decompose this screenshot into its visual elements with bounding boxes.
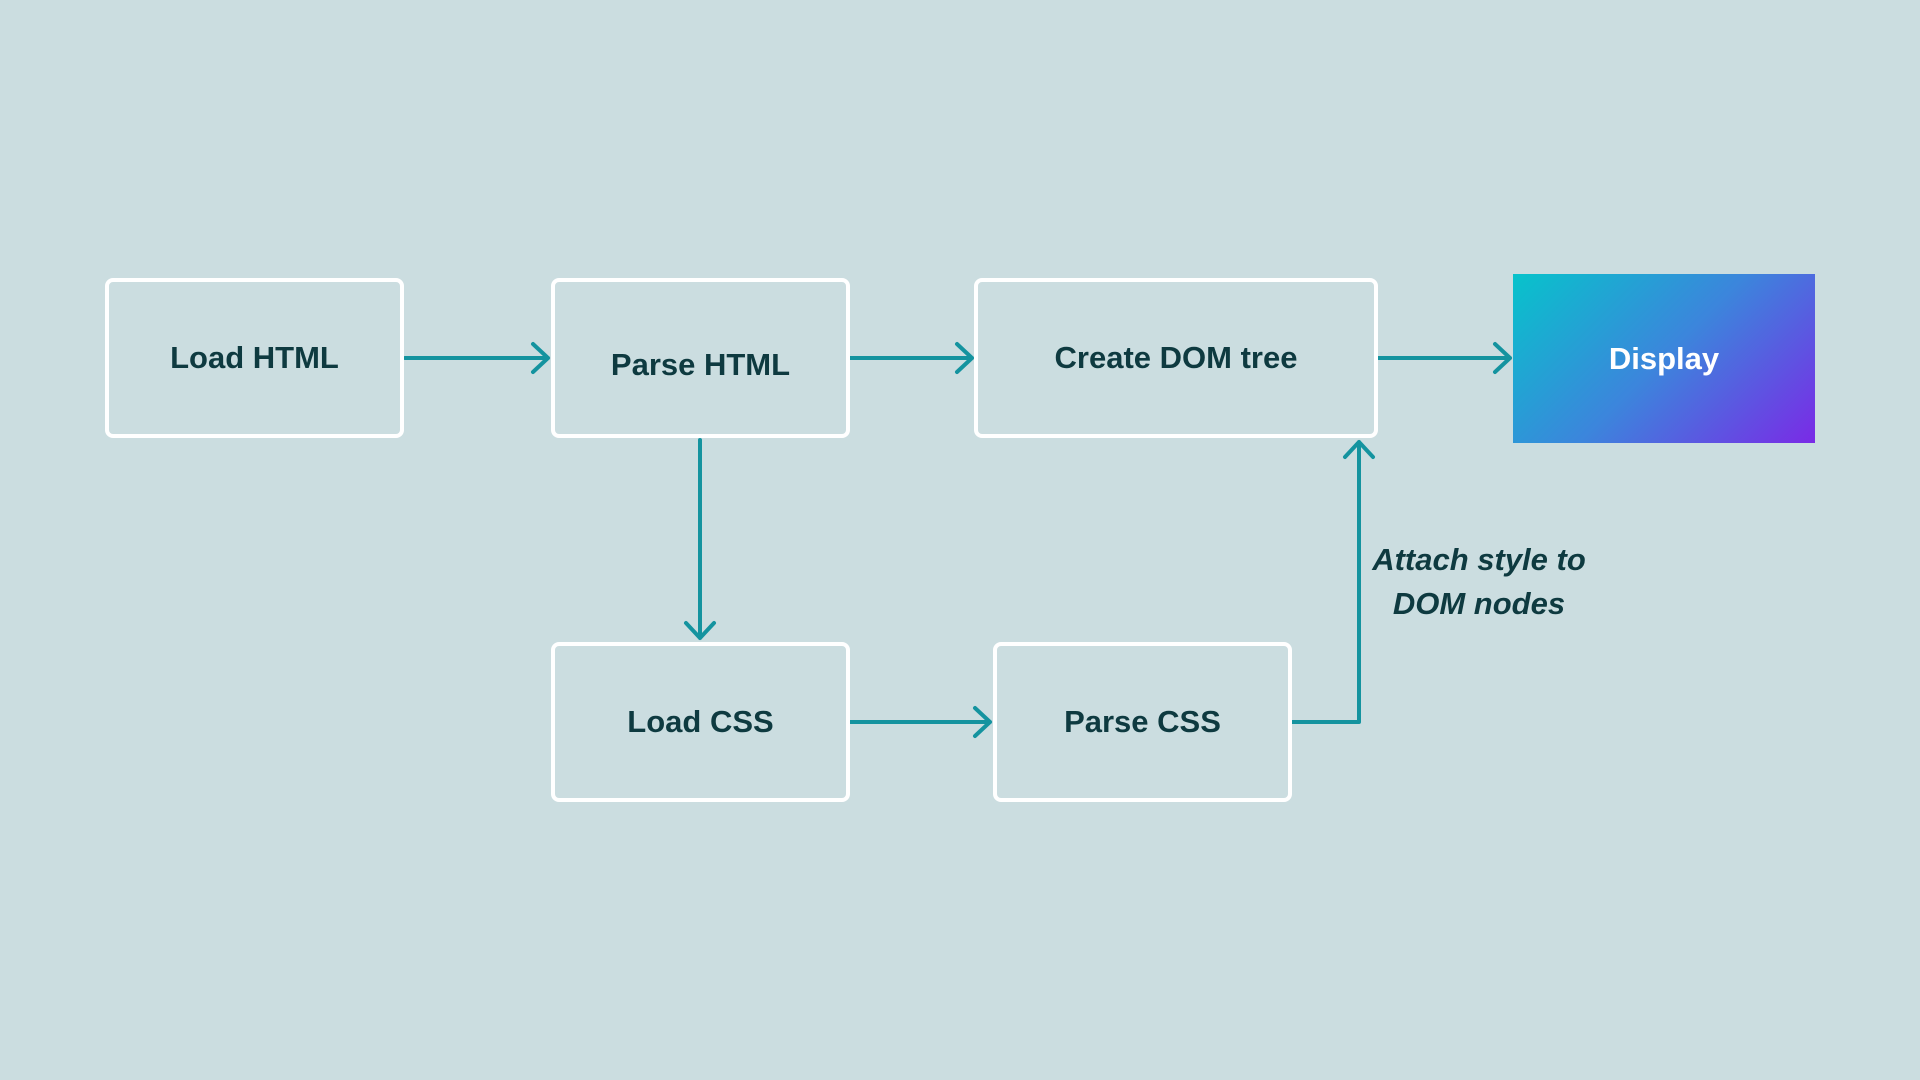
arrow-load-html-to-parse-html — [403, 342, 550, 374]
node-parse-css: Parse CSS — [993, 642, 1292, 802]
arrow-create-dom-tree-to-display — [1376, 342, 1512, 374]
node-parse-html-label: Parse HTML — [610, 347, 791, 382]
node-load-css-label: Load CSS — [627, 704, 774, 739]
arrow-parse-html-to-create-dom-tree — [848, 342, 974, 374]
node-load-html-label: Load HTML — [170, 340, 339, 375]
arrow-load-css-to-parse-css — [848, 706, 992, 738]
edge-label-line-1: Attach style to — [1372, 542, 1586, 577]
edge-label-attach-style: Attach style to DOM nodes — [1364, 538, 1594, 626]
node-load-html: Load HTML — [105, 278, 404, 438]
arrow-parse-css-to-create-dom-tree — [1290, 440, 1375, 724]
edge-label-line-2: DOM nodes — [1392, 586, 1566, 621]
node-create-dom-tree-label: Create DOM tree — [1054, 340, 1298, 375]
node-create-dom-tree: Create DOM tree — [974, 278, 1378, 438]
node-display-label: Display — [1608, 340, 1720, 376]
node-display: Display — [1513, 274, 1815, 443]
node-parse-html: Parse HTML — [551, 278, 850, 438]
arrow-parse-html-to-load-css — [684, 438, 716, 640]
node-parse-css-label: Parse CSS — [1064, 704, 1221, 739]
node-load-css: Load CSS — [551, 642, 850, 802]
